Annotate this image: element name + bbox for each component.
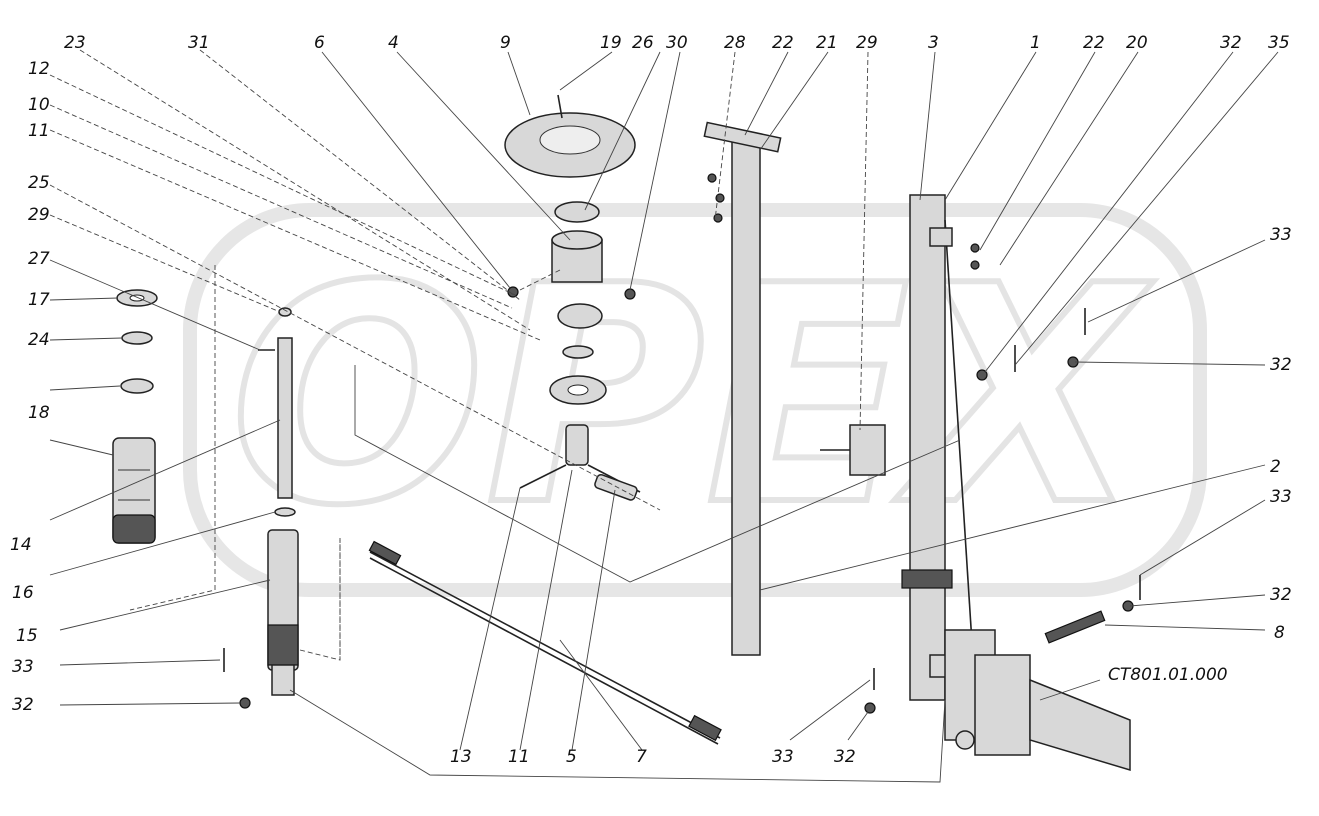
callout-22b: 22 (1083, 33, 1105, 53)
callout-32d: 32 (1270, 585, 1292, 605)
callout-28: 28 (724, 33, 746, 53)
callout-14: 14 (10, 535, 32, 555)
part-14-rod (277, 337, 293, 499)
part-30-bearing (557, 303, 603, 329)
callout-21: 21 (816, 33, 838, 53)
callout-6: 6 (314, 33, 325, 53)
callout-labels: 23 31 6 4 9 19 26 30 28 22 21 29 3 1 22 … (10, 33, 1292, 767)
watermark: OPEX (183, 203, 1207, 597)
part-29-bracket (849, 424, 886, 476)
callout-23: 23 (64, 33, 86, 53)
callout-32: 32 (1220, 33, 1242, 53)
callout-12: 12 (28, 59, 50, 79)
callout-29: 29 (856, 33, 878, 53)
callout-15: 15 (16, 626, 38, 646)
part-11-spindle (565, 424, 589, 466)
drawing-code: CT801.01.000 (1108, 665, 1228, 685)
callout-10: 10 (28, 95, 50, 115)
callout-33d: 33 (1270, 225, 1292, 245)
callout-11: 11 (28, 121, 50, 141)
part-24-ring (120, 378, 154, 394)
callout-16: 16 (12, 583, 34, 603)
callout-24: 24 (28, 330, 50, 350)
callout-22: 22 (772, 33, 794, 53)
leader-lines (49, 49, 1279, 783)
callout-32c: 32 (834, 747, 856, 767)
callout-13: 13 (450, 747, 472, 767)
callout-3: 3 (928, 33, 939, 53)
callout-35: 35 (1268, 33, 1290, 53)
part-32-nut (239, 697, 251, 709)
callout-32b: 32 (12, 695, 34, 715)
callout-26: 26 (632, 33, 654, 53)
callout-33c: 33 (1270, 487, 1292, 507)
callout-31: 31 (188, 33, 210, 53)
callout-19: 19 (600, 33, 622, 53)
callout-4: 4 (388, 33, 399, 53)
callout-33: 33 (12, 657, 34, 677)
base-group (864, 575, 1141, 772)
tie-rod-7 (339, 538, 722, 745)
callout-27: 27 (28, 249, 50, 269)
callout-18: 18 (28, 403, 50, 423)
part-26-cap (554, 201, 600, 223)
part-28-column (731, 139, 761, 656)
shaft-group (129, 265, 341, 709)
part-19-screw (557, 94, 563, 119)
callout-32e: 32 (1270, 355, 1292, 375)
part-16-ring (274, 507, 296, 517)
callout-1: 1 (1030, 33, 1041, 53)
callout-11b: 11 (508, 747, 530, 767)
part-17-ring (121, 331, 153, 345)
callout-29b: 29 (28, 205, 50, 225)
callout-2: 2 (1270, 457, 1281, 477)
center-hub-group (504, 94, 641, 501)
callout-7: 7 (636, 747, 647, 767)
callout-17: 17 (28, 290, 50, 310)
callout-8: 8 (1274, 623, 1285, 643)
watermark-text: OPEX (230, 222, 1154, 571)
left-bushing-group (112, 289, 158, 544)
part-1-frame (909, 194, 946, 701)
callout-9: 9 (500, 33, 511, 53)
callout-20: 20 (1126, 33, 1148, 53)
column-28 (703, 121, 782, 656)
callout-5: 5 (566, 747, 577, 767)
callout-25: 25 (28, 173, 50, 193)
callout-30: 30 (666, 33, 688, 53)
callout-33b: 33 (772, 747, 794, 767)
